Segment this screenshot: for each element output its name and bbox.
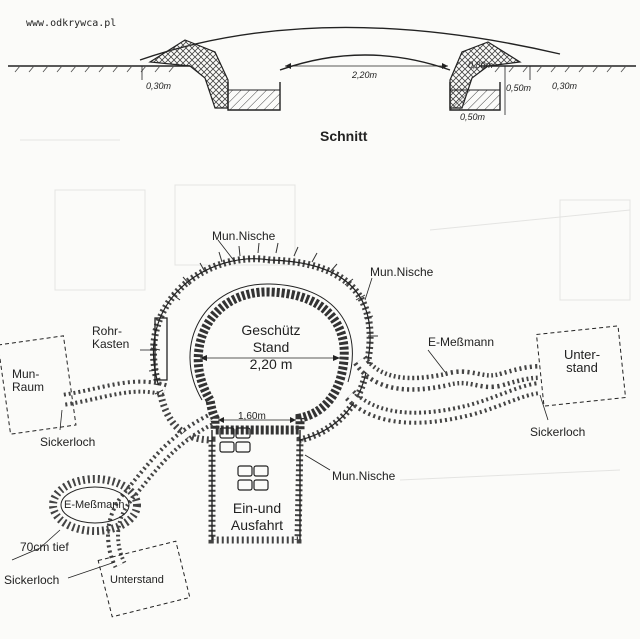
unterstand-right-line-2: stand [566,360,598,375]
mun-nische-right: Mun.Nische [370,265,434,279]
entry-line-1: Ein-und [232,500,282,516]
center-line-3: 2,20 m [249,356,293,372]
plan-drawing [0,239,627,618]
dim-050: 0,50m [506,83,532,93]
dim-080: 0,80m [468,60,494,70]
section-drawing [8,26,636,115]
rohr-kasten-label: Rohr- Kasten [92,325,129,351]
unterstand-bottom: Unterstand [110,574,164,586]
sickerloch-bottom: Sickerloch [4,573,60,587]
entry-line-2: Ausfahrt [230,517,284,533]
dim-030-right: 0,30m [552,81,578,91]
rohr-line-1: Rohr- [92,324,123,338]
center-line-2: Stand [252,339,290,355]
section-title: Schnitt [320,128,368,144]
center-line-1: Geschütz [241,322,301,338]
unterstand-right-line-1: Unter- [563,347,601,362]
watermark: www.odkrywca.pl [26,18,117,29]
sickerloch-left: Sickerloch [40,435,96,449]
e-messmann-right: E-Meßmann [428,335,495,349]
width-160: 1,60m [238,411,266,422]
entry-label: Ein-und Ausfahrt [212,500,302,534]
dim-030-left: 0,30m [146,81,172,91]
mun-nische-top: Mun.Nische [212,229,276,243]
mun-raum-line-2: Raum [12,380,45,394]
rohr-line-2: Kasten [92,337,130,351]
e-messmann-left: E-Meßmann [64,499,125,511]
mun-nische-bottom: Mun.Nische [332,469,396,483]
mun-raum-label: Mun- Raum [12,368,44,394]
dim-050-bottom: 0,50m [460,112,486,122]
dim-220: 2,20m [352,70,378,80]
background-ghost [20,139,631,481]
unterstand-right: Unter- stand [552,348,612,374]
sickerloch-right: Sickerloch [530,425,586,439]
tiefe-label: 70cm tief [20,540,69,554]
center-label: Geschütz Stand 2,20 m [226,322,316,373]
mun-raum-line-1: Mun- [12,367,40,381]
